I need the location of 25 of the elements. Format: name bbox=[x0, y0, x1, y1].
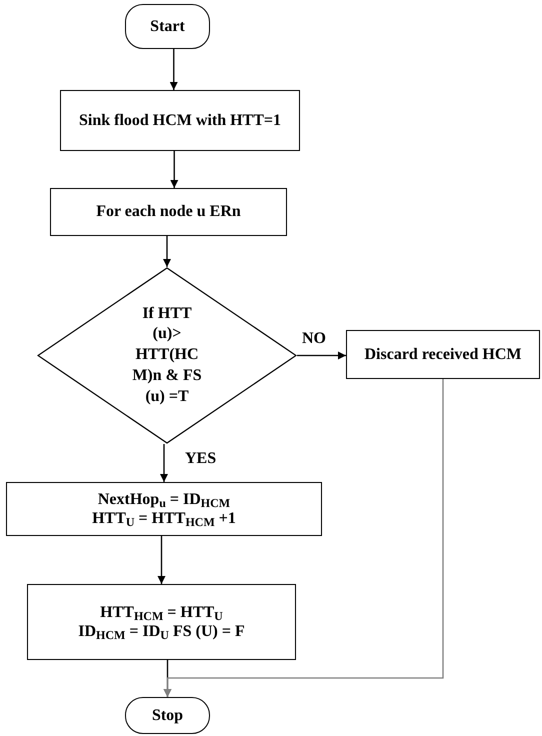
node-text: ID$_{HCM}$ = ID$_{U}$ FS (U) = F bbox=[77, 622, 246, 642]
arrow bbox=[163, 236, 171, 267]
arrow bbox=[158, 536, 166, 584]
node-text: NextHop$_{u}$ = ID$_{HCM}$ bbox=[96, 490, 232, 509]
arrow bbox=[297, 352, 346, 360]
node-text: Stop bbox=[152, 706, 184, 726]
node-text: Discard received HCM bbox=[364, 344, 522, 364]
arrow bbox=[170, 49, 178, 90]
terminal-box bbox=[125, 4, 210, 49]
decision-diamond bbox=[37, 267, 297, 444]
node-text: HTT$_{U}$ = HTT$_{HCM}$ +1 bbox=[91, 509, 237, 528]
node-text: Sink flood HCM with HTT=1 bbox=[78, 110, 282, 130]
terminal-box bbox=[125, 697, 210, 734]
process-box bbox=[346, 330, 540, 379]
process-box bbox=[60, 90, 300, 151]
process-box bbox=[27, 584, 296, 660]
node-text: For each node u ERn bbox=[95, 202, 242, 222]
arrow bbox=[160, 444, 168, 482]
process-box bbox=[50, 188, 287, 236]
arrow bbox=[164, 379, 444, 697]
node-text: If HTT (u)> HTT(HC M)n & FS (u) =T bbox=[131, 304, 203, 407]
process-box bbox=[6, 482, 322, 536]
arrow bbox=[170, 151, 178, 188]
node-text: Start bbox=[150, 16, 185, 36]
node-text: HTT$_{HCM}$ = HTT$_{U}$ bbox=[99, 602, 224, 622]
